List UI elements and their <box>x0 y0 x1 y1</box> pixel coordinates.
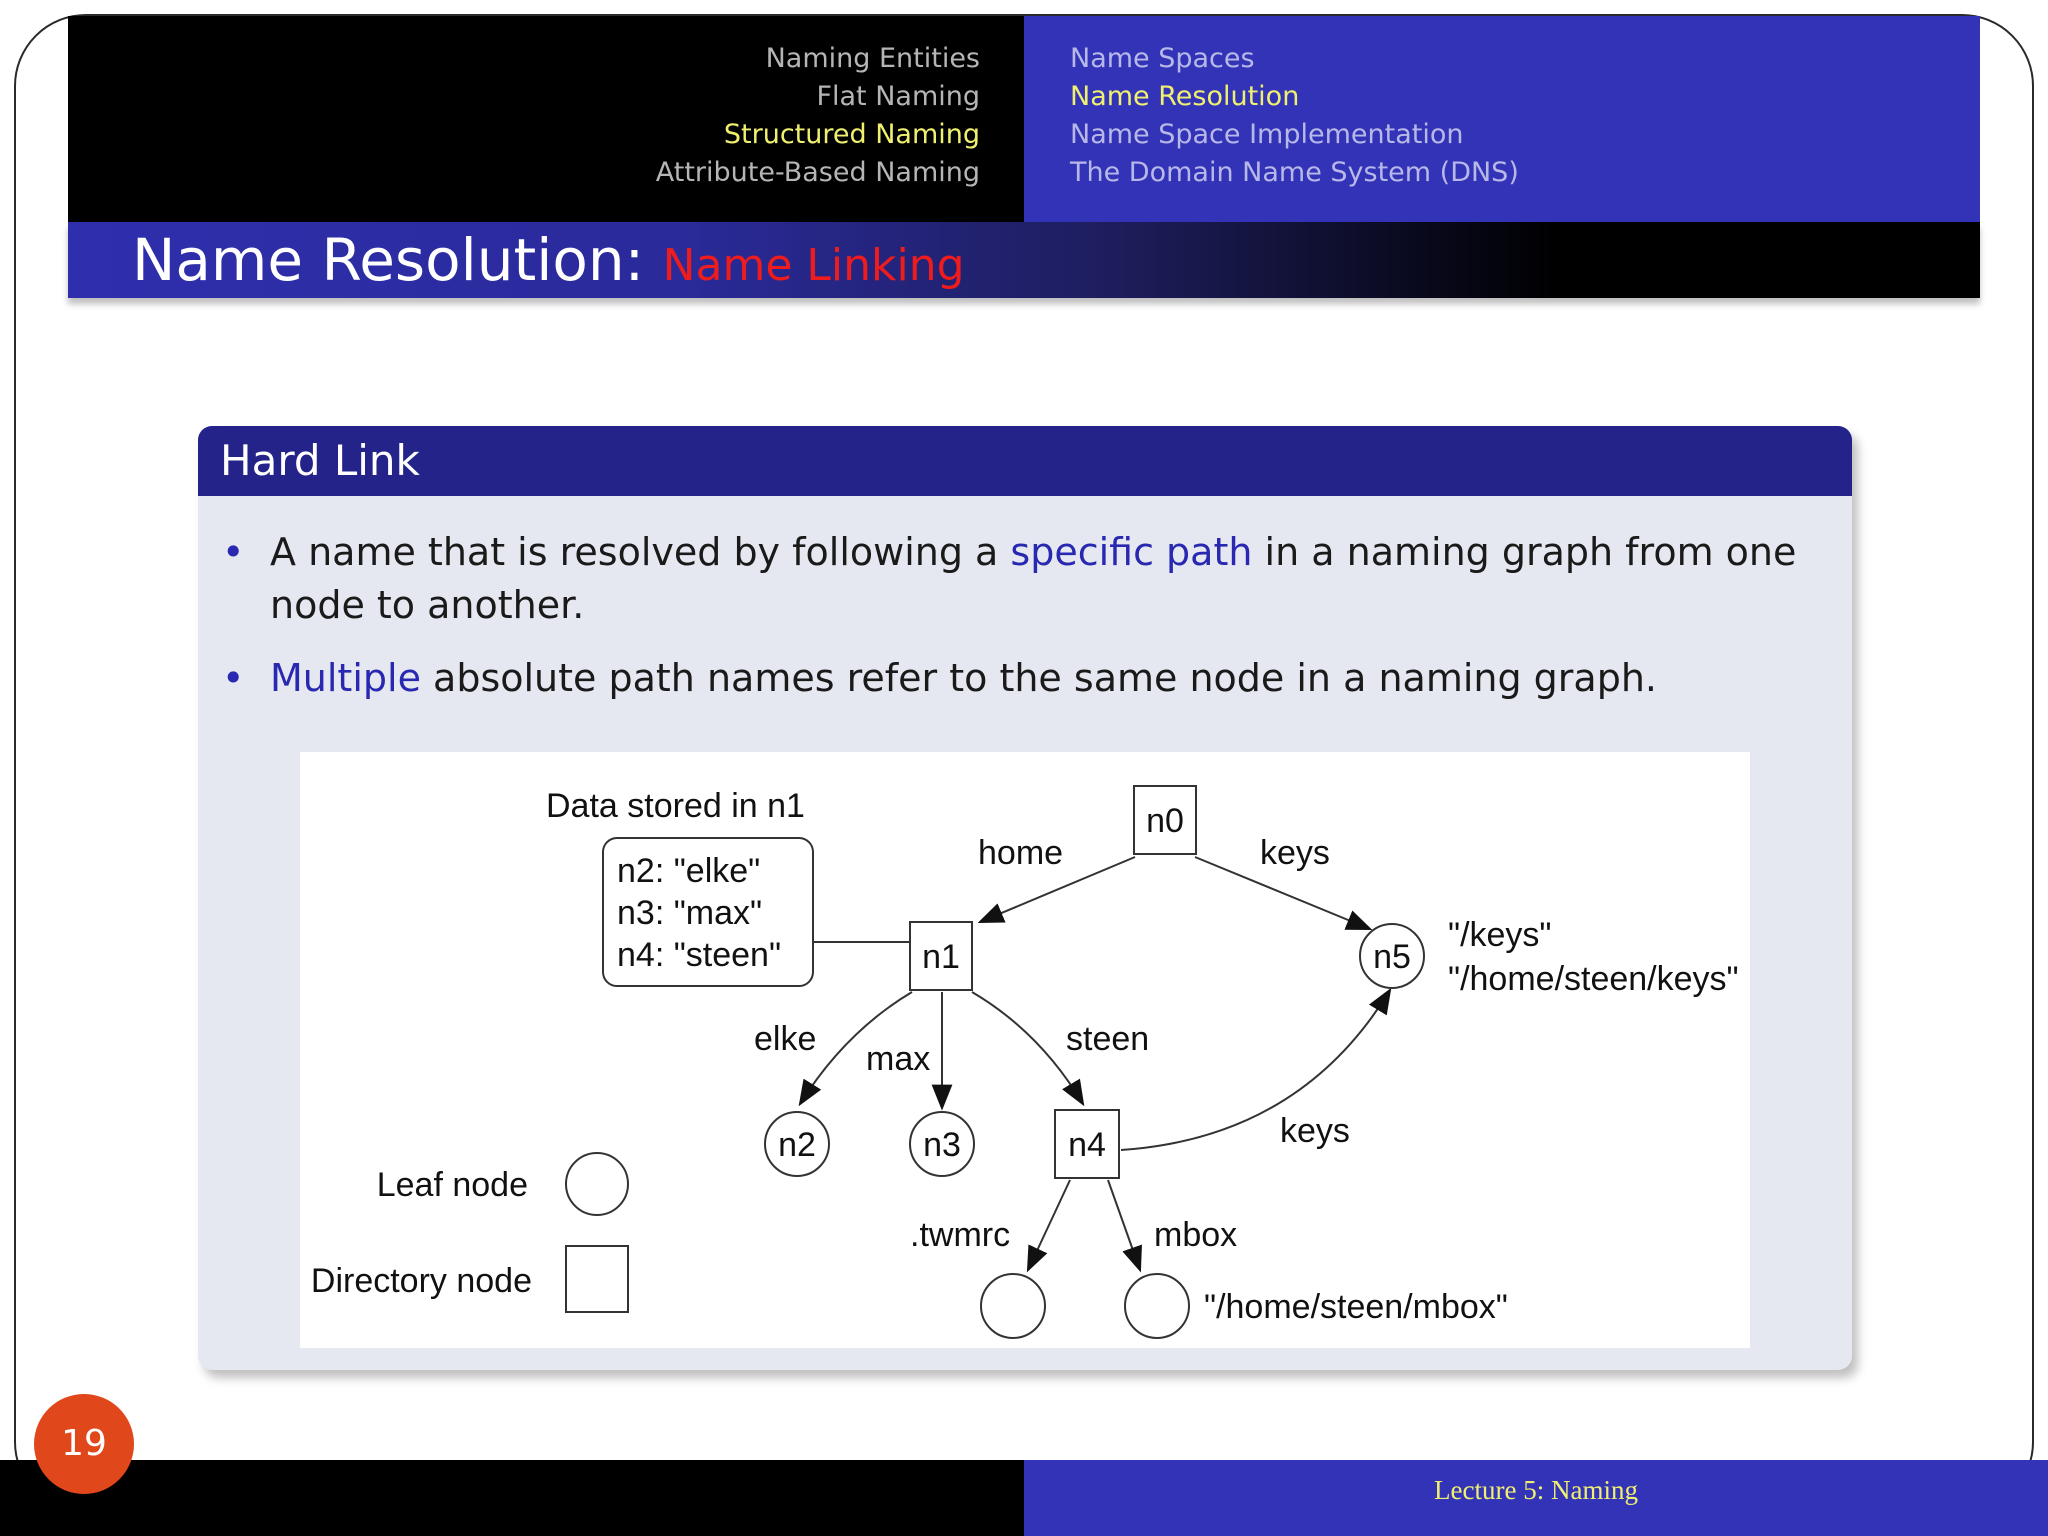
naming-graph-diagram: Data stored in n1 n2: "elke" n3: "max" n… <box>311 785 1739 1339</box>
legend-leaf-icon <box>565 1152 629 1216</box>
edge-mbox <box>1107 1179 1142 1273</box>
bullet-1-text-post: in a naming graph from one node to anoth… <box>270 530 1797 627</box>
legend-leaf-label: Leaf node <box>377 1166 528 1204</box>
header-nav-right-panel: Name Spaces Name Resolution Name Space I… <box>1024 16 1980 222</box>
path-label-home-steen-mbox: "/home/steen/mbox" <box>1204 1288 1508 1326</box>
bullet-item-2: • Multiple absolute path names refer to … <box>222 652 1810 705</box>
edge-keys-top <box>1194 856 1373 930</box>
node-n5 <box>1359 923 1425 989</box>
node-n5-label: n5 <box>1373 938 1411 976</box>
slide-title-bar: Name Resolution: Name Linking <box>68 222 1980 298</box>
data-line-n4: n4: "steen" <box>617 936 781 974</box>
bullet-icon: • <box>222 530 245 574</box>
path-label-keys: "/keys" <box>1448 916 1552 954</box>
node-n0-label: n0 <box>1146 802 1184 840</box>
legend-directory-label: Directory node <box>311 1262 532 1300</box>
nav-item-name-spaces[interactable]: Name Spaces <box>1070 43 1255 74</box>
edge-label-elke: elke <box>754 1020 816 1058</box>
edge-label-steen: steen <box>1066 1020 1149 1058</box>
header-nav-left-panel: Naming Entities Flat Naming Structured N… <box>68 16 1024 222</box>
edge-label-twmrc: .twmrc <box>910 1216 1010 1254</box>
nav-list-sections: Naming Entities Flat Naming Structured N… <box>656 40 980 192</box>
edge-home <box>977 856 1136 924</box>
nav-item-naming-entities[interactable]: Naming Entities <box>765 43 980 74</box>
edge-label-home: home <box>978 834 1063 872</box>
node-twmrc-leaf <box>980 1273 1046 1339</box>
bullet-1-text-pre: A name that is resolved by following a <box>270 530 1011 574</box>
nav-item-attribute-based-naming[interactable]: Attribute-Based Naming <box>655 157 980 188</box>
edge-twmrc <box>1026 1179 1071 1273</box>
edge-label-mbox: mbox <box>1154 1216 1237 1254</box>
data-box <box>602 837 814 987</box>
nav-item-dns[interactable]: The Domain Name System (DNS) <box>1070 157 1519 188</box>
node-n3 <box>909 1111 975 1177</box>
edge-steen <box>971 991 1085 1107</box>
edge-keys-bottom <box>1120 987 1392 1151</box>
naming-graph-figure: Data stored in n1 n2: "elke" n3: "max" n… <box>300 752 1750 1348</box>
footer-lecture-title: Lecture 5: Naming <box>1434 1475 1638 1505</box>
node-n1 <box>909 921 973 991</box>
block-heading: Hard Link <box>220 436 420 485</box>
bullet-item-1: • A name that is resolved by following a… <box>222 526 1810 632</box>
slide-title-accent: Name Linking <box>662 240 965 291</box>
path-label-home-steen-keys: "/home/steen/keys" <box>1448 960 1739 998</box>
nav-list-subsections: Name Spaces Name Resolution Name Space I… <box>1070 40 1519 192</box>
bullet-2-text-post: absolute path names refer to the same no… <box>420 656 1657 700</box>
nav-item-name-resolution[interactable]: Name Resolution <box>1070 81 1300 112</box>
bullet-icon: • <box>222 656 245 700</box>
bullet-1-highlight: specific path <box>1010 530 1253 574</box>
data-caption: Data stored in n1 <box>546 787 805 825</box>
data-line-n3: n3: "max" <box>617 894 762 932</box>
node-n3-label: n3 <box>923 1126 961 1164</box>
page-number-badge: 19 <box>34 1394 134 1494</box>
node-n1-label: n1 <box>922 938 960 976</box>
slide-title: Name Resolution: Name Linking <box>132 222 965 304</box>
data-line-n2: n2: "elke" <box>617 852 760 890</box>
node-n2-label: n2 <box>778 1126 816 1164</box>
nav-item-name-space-implementation[interactable]: Name Space Implementation <box>1070 119 1464 150</box>
edge-label-keys-top: keys <box>1260 834 1330 872</box>
edge-label-max: max <box>866 1040 930 1078</box>
nav-item-structured-naming[interactable]: Structured Naming <box>723 119 980 150</box>
footer-left-band <box>0 1460 1024 1536</box>
node-mbox-leaf <box>1124 1273 1190 1339</box>
slide-title-main: Name Resolution: <box>132 226 645 294</box>
node-n0 <box>1133 785 1197 855</box>
edge-elke <box>798 991 913 1107</box>
edge-label-keys-bottom: keys <box>1280 1112 1350 1150</box>
node-n2 <box>764 1111 830 1177</box>
node-n4 <box>1054 1109 1120 1179</box>
block-header: Hard Link <box>198 426 1852 496</box>
legend-directory-icon <box>565 1245 629 1313</box>
nav-item-flat-naming[interactable]: Flat Naming <box>816 81 980 112</box>
footer-right-band: Lecture 5: Naming <box>1024 1460 2048 1536</box>
node-n4-label: n4 <box>1068 1126 1106 1164</box>
bullet-2-highlight: Multiple <box>270 656 421 700</box>
